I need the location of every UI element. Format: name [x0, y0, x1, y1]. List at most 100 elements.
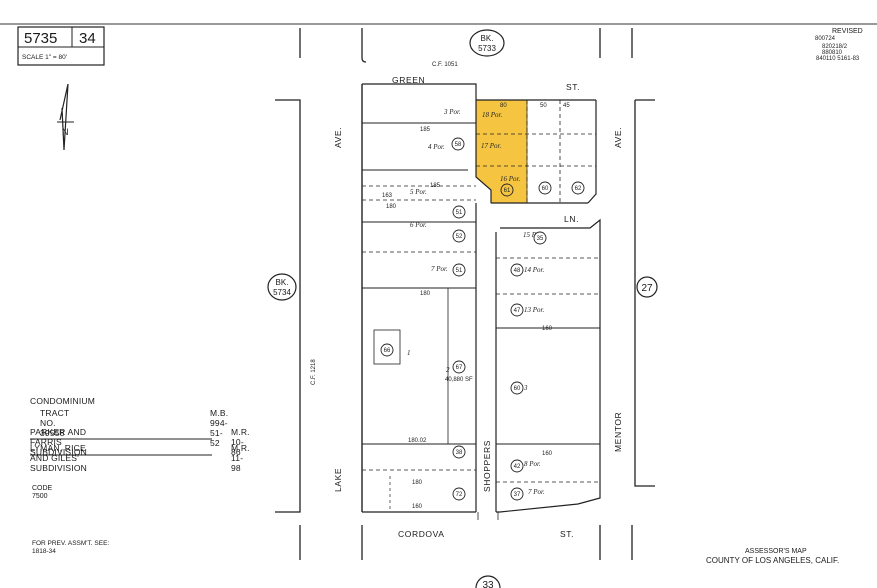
lot-18: 18 Por.: [482, 111, 502, 119]
southeast-block: [495, 218, 601, 513]
street-cordova-st: ST.: [560, 529, 574, 539]
north-arrow-label: N: [62, 127, 69, 137]
lot-4: 4 Por.: [428, 143, 445, 151]
parcel-48: 48: [514, 268, 521, 274]
street-mentor: MENTOR: [613, 412, 623, 452]
west-block: [361, 83, 492, 513]
page-27-marker: 27: [636, 276, 658, 298]
lot-1: 1: [407, 349, 411, 357]
legend-lyman-name: LYMAN, RICE AND GILES' SUBDIVISION: [30, 443, 87, 473]
parcel-62: 62: [575, 186, 582, 192]
street-green-st: ST.: [566, 82, 580, 92]
acreage-label: 40,880 SF: [445, 377, 473, 383]
page-33-number: 33: [482, 580, 494, 588]
dim-80-top: 80: [500, 103, 507, 109]
lot-14: 14 Por.: [524, 266, 544, 274]
book-5733-number: 5733: [478, 44, 496, 53]
prev-assmt-label: FOR PREV. ASSM'T. SEE:: [32, 540, 110, 547]
lot-17: 17 Por.: [481, 142, 501, 150]
dim-160-east: 160: [542, 326, 553, 332]
northeast-block: [476, 99, 597, 204]
dim-180-low: 180: [412, 480, 423, 486]
code-value: 7500: [32, 493, 48, 500]
book-5734-marker: BK. 5734: [267, 273, 297, 301]
lot-7-east: 7 Por.: [528, 488, 545, 496]
book-5734-label: BK.: [276, 278, 289, 287]
dim-160-east-b: 160: [542, 451, 553, 457]
street-shoppers: SHOPPERS: [482, 440, 492, 492]
dimension-labels: 80 50 45 185 163 185 180 180 180.02 180 …: [382, 103, 570, 510]
code-label: CODE: [32, 485, 53, 492]
dim-45-top: 45: [563, 103, 570, 109]
street-cordova: CORDOVA: [398, 529, 445, 539]
legend-parker-name: PARKER AND FARRIS SUBDIVISION: [30, 427, 87, 457]
condominium-label: CONDOMINIUM: [30, 396, 95, 406]
parcel-42: 42: [514, 464, 521, 470]
map-book-box: 5735 34 SCALE 1" = 80': [17, 26, 105, 66]
north-arrow: N: [57, 83, 74, 151]
lot-labels: 3 Por. 4 Por. 5 Por. 6 Por. 7 Por. 1 2 1…: [407, 108, 545, 496]
prev-assmt-value: 1818-34: [32, 548, 56, 555]
revised-label: REVISED: [832, 28, 863, 35]
dim-180-02: 180.02: [408, 438, 427, 444]
page-33-marker: 33: [475, 575, 501, 588]
parcel-60b: 60: [542, 186, 549, 192]
map-book-number: 5735: [24, 30, 57, 47]
page-27-number: 27: [641, 283, 653, 294]
street-green: GREEN: [392, 75, 425, 85]
legend-lyman-ref: M.R. 11-98: [231, 443, 250, 473]
lot-8: 8 Por.: [524, 460, 541, 468]
parcel-37: 37: [514, 492, 521, 498]
parcel-60: 60: [514, 386, 521, 392]
dim-180-mid: 180: [420, 291, 431, 297]
parcel-66: 66: [384, 348, 391, 354]
parcel-38: 38: [456, 450, 463, 456]
street-lake-ave-top: AVE.: [333, 127, 343, 148]
revised-code-3: 880810: [822, 50, 843, 56]
dim-163: 163: [382, 193, 393, 199]
county-label: COUNTY OF LOS ANGELES, CALIF.: [706, 556, 840, 565]
parcel-circles: [380, 137, 585, 501]
book-5733-marker: BK. 5733: [469, 29, 505, 57]
legend-tract-name: TRACT NO. 39558: [40, 408, 70, 438]
dim-160-low: 160: [412, 504, 423, 510]
book-5733-label: BK.: [481, 34, 494, 43]
dim-185b: 185: [430, 183, 441, 189]
lot-2: 2: [446, 366, 450, 374]
map-page-number: 34: [79, 30, 96, 47]
street-lake: LAKE: [333, 468, 343, 492]
lot-6: 6 Por.: [410, 221, 427, 229]
cf-1218-label: C.F. 1218: [311, 359, 317, 385]
lot-3-east: 3: [523, 384, 528, 392]
lot-13: 13 Por.: [524, 306, 544, 314]
parcel-circle-numbers: 58 61 51 66 67 35 48 47 60 42 37 60 62 5…: [384, 142, 582, 498]
legend-tract-ref: M.B. 994-51-52: [210, 408, 229, 448]
assessors-map-title: ASSESSOR'S MAP: [745, 548, 807, 555]
cf-1051-label: C.F. 1051: [432, 62, 458, 68]
parcel-35: 35: [537, 236, 544, 242]
parcel-58: 58: [455, 142, 462, 148]
dim-50-top: 50: [540, 103, 547, 109]
lot-5: 5 Por.: [410, 188, 427, 196]
street-ln: LN.: [564, 214, 579, 224]
dim-185: 185: [420, 127, 431, 133]
revised-code-1: 800724: [815, 36, 836, 42]
legend-underlines: [30, 438, 212, 456]
parcel-47: 47: [514, 308, 521, 314]
revised-code-4: 840110 5161-83: [816, 56, 860, 62]
street-mentor-ave: AVE.: [613, 127, 623, 148]
book-5734-number: 5734: [273, 288, 291, 297]
parcel-72: 72: [456, 492, 463, 498]
legend-parker-ref: M.R. 10-86: [231, 427, 250, 457]
lot-7: 7 Por.: [431, 265, 448, 273]
adjacent-block-outlines: [275, 28, 655, 560]
lot-16: 16 Por.: [500, 175, 520, 183]
revised-code-2: 820218/2: [822, 44, 848, 50]
parcel-61: 61: [504, 188, 511, 194]
revised-block: REVISED 800724 820218/2 880810 840110 51…: [815, 28, 863, 62]
dim-180: 180: [386, 204, 397, 210]
shoppers-lane-edges: [477, 512, 499, 520]
parcel-51b: 51: [456, 210, 463, 216]
scale-label: SCALE 1" = 80': [22, 54, 67, 61]
